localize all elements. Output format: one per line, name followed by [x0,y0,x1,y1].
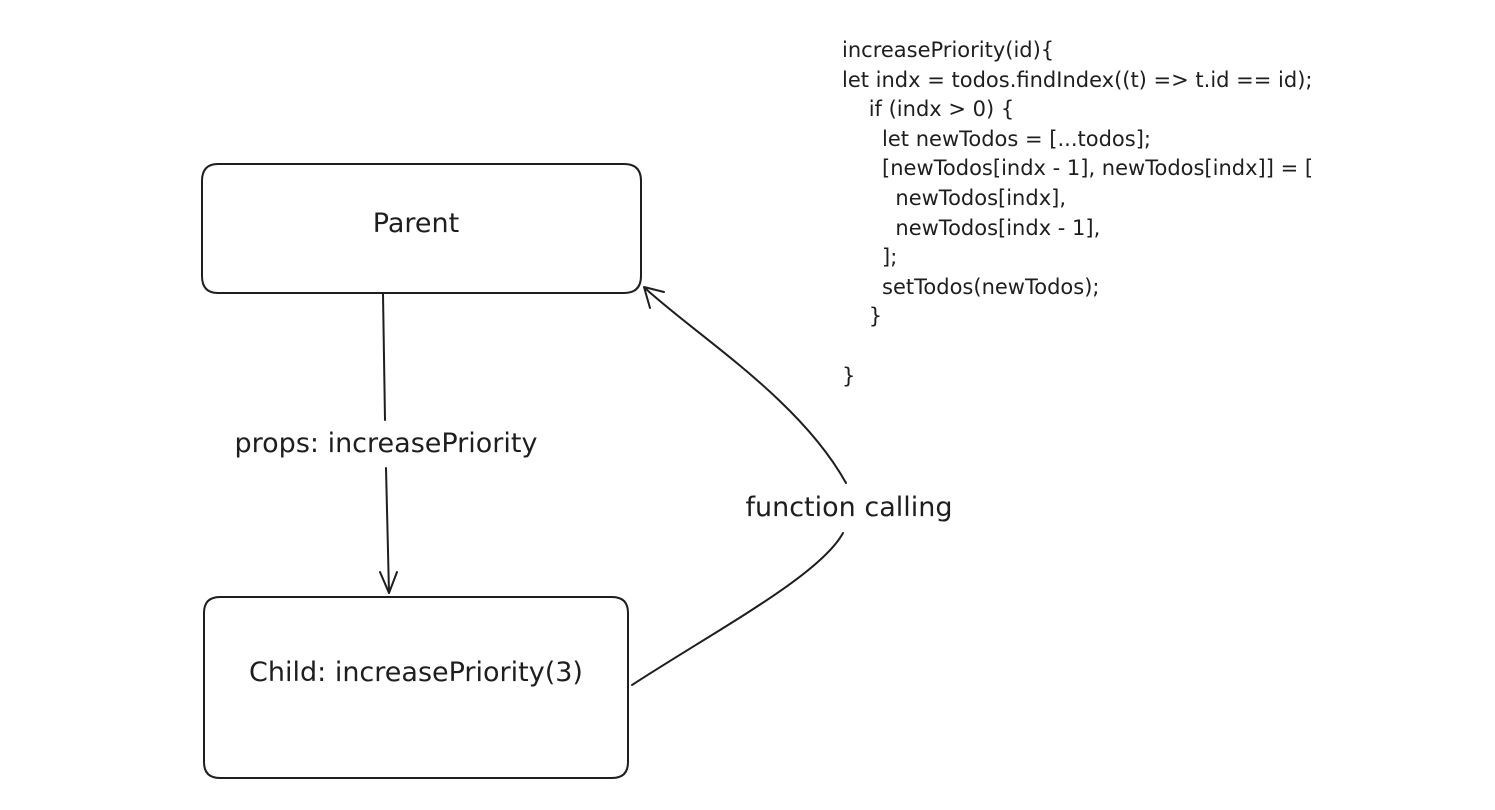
props-edge-label: props: increasePriority [235,428,538,459]
child-node[interactable]: Child: increasePriority(3) [203,596,629,779]
code-line [842,332,1313,362]
code-line: setTodos(newTodos); [842,274,1100,299]
props-arrowhead [379,571,398,594]
parent-node[interactable]: Parent [201,163,642,294]
code-line: if (indx > 0) { [842,97,1015,122]
parent-box [201,163,642,294]
code-line: [newTodos[indx - 1], newTodos[indx]] = [ [842,156,1314,181]
child-label: Child: increasePriority(3) [249,657,583,688]
parent-label: Parent [373,208,459,239]
code-line: let indx = todos.findIndex((t) => t.id =… [842,67,1313,92]
function-call-edge-label: function calling [745,492,952,523]
code-line: newTodos[indx], [842,185,1066,210]
code-line: increasePriority(id){ [842,38,1055,62]
code-line: let newTodos = [...todos]; [842,126,1151,151]
child-box [203,596,629,779]
function-call-arrowhead [643,286,665,309]
code-line: newTodos[indx - 1], [842,215,1101,240]
code-snippet: increasePriority(id){ let indx = todos.f… [842,36,1313,391]
props-arrow-line-bottom [385,467,390,594]
props-arrow[interactable]: props: increasePriority [235,293,538,594]
code-line: } [842,363,856,388]
function-call-arrow-line-upper [645,288,847,484]
code-line: ]; [842,245,898,270]
props-arrow-line-top [382,293,386,421]
function-call-arrow[interactable]: function calling [631,286,953,686]
function-call-arrow-line-lower [631,532,844,686]
code-line: } [842,304,883,329]
